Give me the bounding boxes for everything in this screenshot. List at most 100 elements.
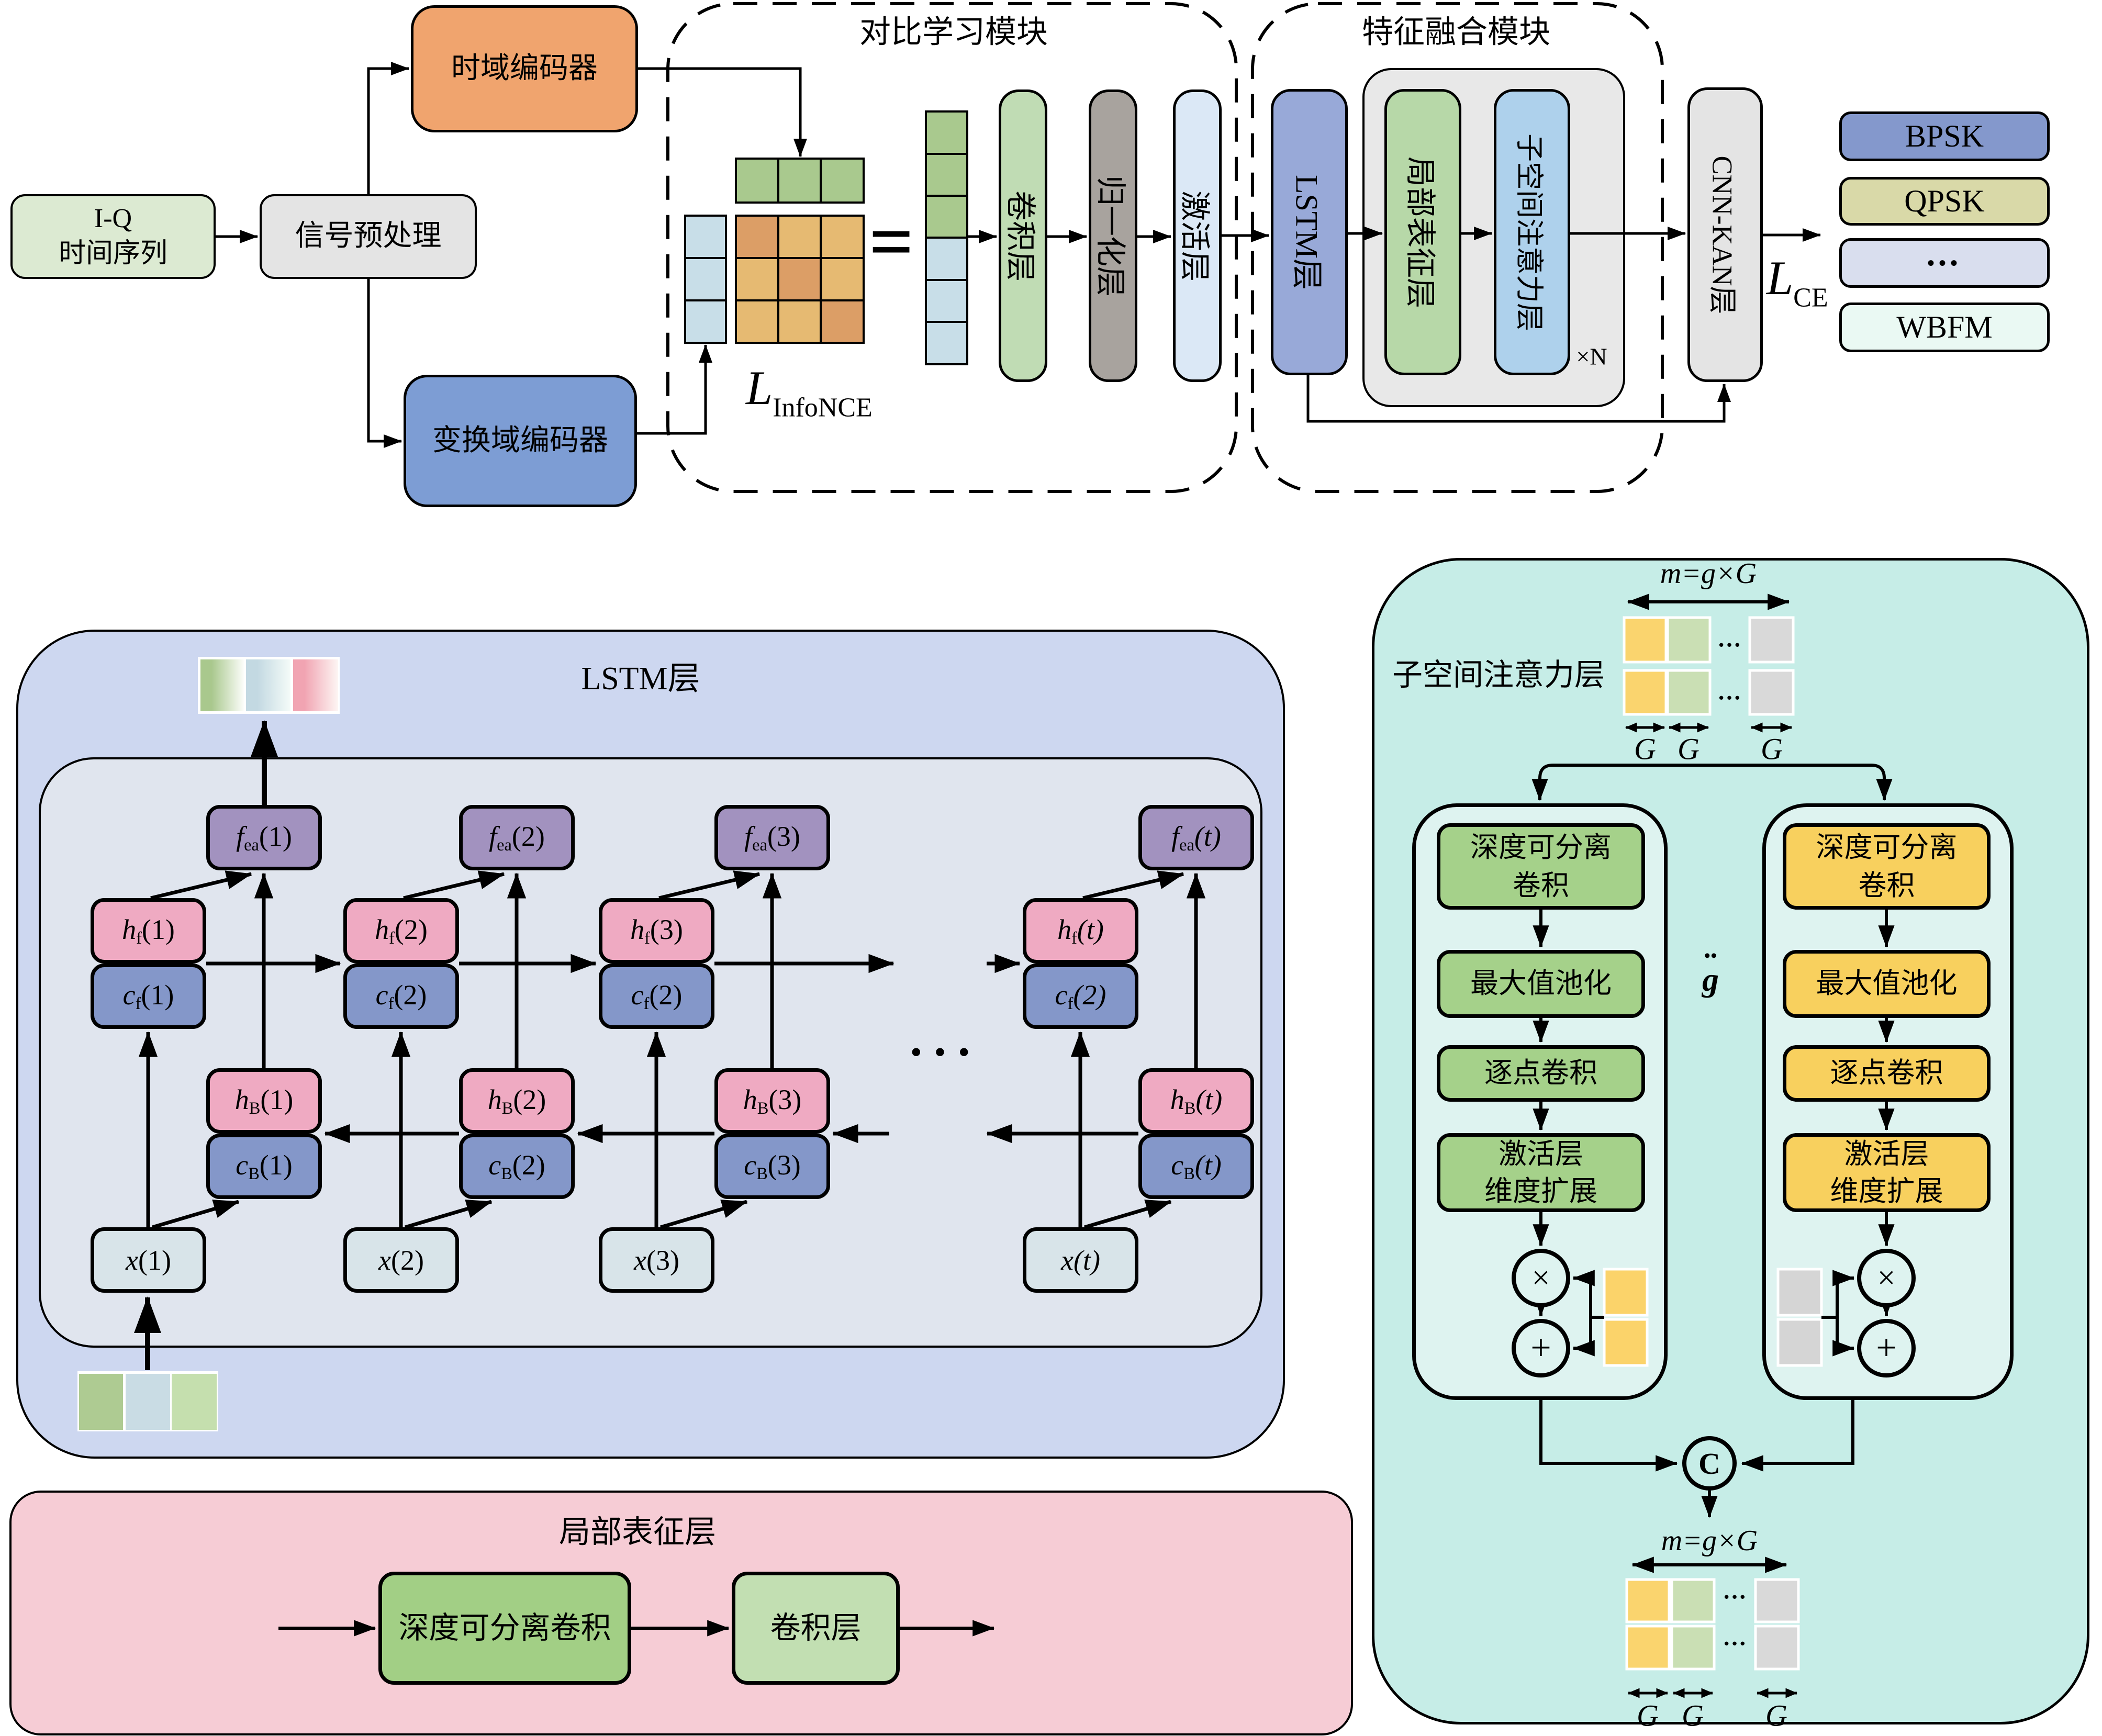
- lb-act-box: 激活层维度扩展: [1437, 1133, 1645, 1212]
- preprocess-box: 信号预处理: [260, 194, 477, 279]
- left-branch-to-concat: [1539, 1400, 1678, 1472]
- node-x-3: x(3): [599, 1227, 714, 1293]
- arrow-xt-to-cbt: [1084, 1200, 1172, 1229]
- node-cb-2: cB(2): [459, 1134, 575, 1199]
- subspace-panel-title: 子空间注意力层: [1392, 658, 1605, 692]
- fusion-local-box: 局部表征层: [1384, 89, 1461, 375]
- preprocess-label: 信号预处理: [295, 220, 442, 253]
- output-ellipsis: •••: [1839, 238, 2050, 288]
- times-circle-right: ×: [1857, 1249, 1916, 1307]
- grid-dots-top-1: ···: [1717, 631, 1742, 658]
- arrow-hf3-to-fea3: [658, 870, 761, 900]
- node-fea-t: fea(t): [1138, 805, 1254, 870]
- feature-stack-vector: [925, 110, 968, 365]
- node-hb-3: hB(3): [714, 1068, 830, 1134]
- rb-act-box: 激活层维度扩展: [1783, 1133, 1991, 1212]
- lstm-panel-title: LSTM层: [581, 661, 700, 697]
- m-bottom-label: m=g×G: [1661, 1525, 1758, 1557]
- fusion-module-outline: [1251, 2, 1664, 493]
- local-panel-title: 局部表征层: [559, 1515, 716, 1550]
- node-hb-1: hB(1): [206, 1068, 322, 1134]
- iq-sequence-box: I-Q 时间序列: [10, 194, 216, 279]
- lstm-bottom-strip: [77, 1371, 218, 1431]
- transform-encoder-box: 变换域编码器: [404, 375, 637, 507]
- node-hf-2: hf(2): [343, 898, 459, 964]
- rb-dsc-box: 深度可分离卷积: [1783, 823, 1991, 910]
- plus-circle-right: +: [1857, 1319, 1916, 1377]
- node-hf-3: hf(3): [599, 898, 714, 964]
- time-encoder-box: 时域编码器: [411, 5, 638, 132]
- ce-loss-l: L: [1766, 251, 1794, 305]
- m-top-label: m=g×G: [1660, 557, 1757, 590]
- node-cb-3: cB(3): [714, 1134, 830, 1199]
- node-cb-t: cB(t): [1138, 1134, 1254, 1199]
- fusion-subspace-label: 子空间注意力层: [1513, 133, 1545, 331]
- rb-pw-box: 逐点卷积: [1783, 1045, 1991, 1102]
- output-wbfm-label: WBFM: [1896, 310, 1993, 345]
- split-connector: [1538, 764, 1886, 796]
- node-fea-1: fea(1): [206, 805, 322, 870]
- lstm-gap-dots: ···: [908, 1024, 980, 1080]
- arrow-preprocess-to-time-encoder: [367, 62, 409, 194]
- ghat-dots: ¨: [1704, 945, 1717, 990]
- lstm-top-strip: [198, 657, 340, 714]
- similarity-matrix: [735, 215, 865, 344]
- act-layer-label: 激活层: [1177, 190, 1212, 282]
- arrow-transform-encoder-to-col-vector: [637, 344, 713, 435]
- node-fea-2: fea(2): [459, 805, 575, 870]
- arrow-hf2-to-fea2: [403, 870, 505, 900]
- plus-circle-left: +: [1512, 1319, 1570, 1377]
- time-encoder-label: 时域编码器: [451, 52, 598, 85]
- subspace-top-grid: [1623, 616, 1795, 716]
- node-x-t: x(t): [1023, 1227, 1138, 1293]
- g-label-1: G: [1634, 732, 1656, 766]
- local-conv-box: 卷积层: [732, 1572, 900, 1685]
- row-vector: [735, 158, 865, 204]
- gb-label-1: G: [1637, 1698, 1659, 1733]
- repeat-n-label: ×N: [1576, 343, 1607, 370]
- col-vector: [684, 215, 727, 344]
- act-layer-box: 激活层: [1173, 89, 1222, 382]
- cnnkan-label: CNN-KAN层: [1706, 155, 1738, 314]
- grid-dots-bottom-1: ···: [1722, 1583, 1747, 1610]
- arrow-x2-to-cb2: [405, 1200, 493, 1229]
- arrow-lstm-skip-to-cnnkan: [1306, 375, 1731, 423]
- conv-layer-label: 卷积层: [1003, 190, 1037, 282]
- output-qpsk-label: QPSK: [1904, 184, 1985, 219]
- norm-layer-label: 归一化层: [1093, 175, 1127, 297]
- iq-line1: I-Q: [94, 204, 132, 234]
- fusion-subspace-box: 子空间注意力层: [1494, 89, 1570, 375]
- contrastive-module-title: 对比学习模块: [859, 15, 1048, 50]
- grid-dots-bottom-2: ···: [1722, 1630, 1747, 1657]
- arrow-preprocess-to-transform-encoder: [367, 279, 402, 449]
- node-cf-2: cf(2): [343, 964, 459, 1029]
- arrow-hf1-to-fea1: [150, 870, 252, 900]
- times-circle-left: ×: [1512, 1249, 1570, 1307]
- conv-layer-box: 卷积层: [999, 89, 1047, 382]
- gb-label-3: G: [1765, 1698, 1787, 1733]
- arrow-x1-to-cb1: [152, 1200, 240, 1229]
- norm-layer-box: 归一化层: [1089, 89, 1137, 382]
- local-representation-panel: [9, 1491, 1353, 1735]
- node-cf-1: cf(1): [91, 964, 206, 1029]
- node-fea-3: fea(3): [714, 805, 830, 870]
- equals-sign: =: [869, 198, 914, 285]
- transform-encoder-label: 变换域编码器: [432, 424, 608, 457]
- g-label-2: G: [1678, 732, 1700, 766]
- arrow-time-encoder-to-row-vector: [638, 67, 807, 157]
- fusion-lstm-label: LSTM层: [1289, 174, 1324, 290]
- arrow-hft-to-feat: [1082, 870, 1184, 900]
- ghat-label: ¨g: [1702, 945, 1719, 998]
- node-cf-3: cf(2): [599, 964, 714, 1029]
- node-x-1: x(1): [91, 1227, 206, 1293]
- lb-pw-box: 逐点卷积: [1437, 1045, 1645, 1102]
- concat-circle: C: [1682, 1436, 1737, 1491]
- right-branch-weight-cells: [1776, 1268, 1823, 1367]
- fusion-module-title: 特征融合模块: [1362, 15, 1550, 50]
- node-hb-2: hB(2): [459, 1068, 575, 1134]
- right-bracket: [1821, 1278, 1839, 1348]
- subspace-bottom-grid: [1625, 1578, 1800, 1671]
- iq-line2: 时间序列: [58, 239, 167, 268]
- node-hf-t: hf(t): [1023, 898, 1138, 964]
